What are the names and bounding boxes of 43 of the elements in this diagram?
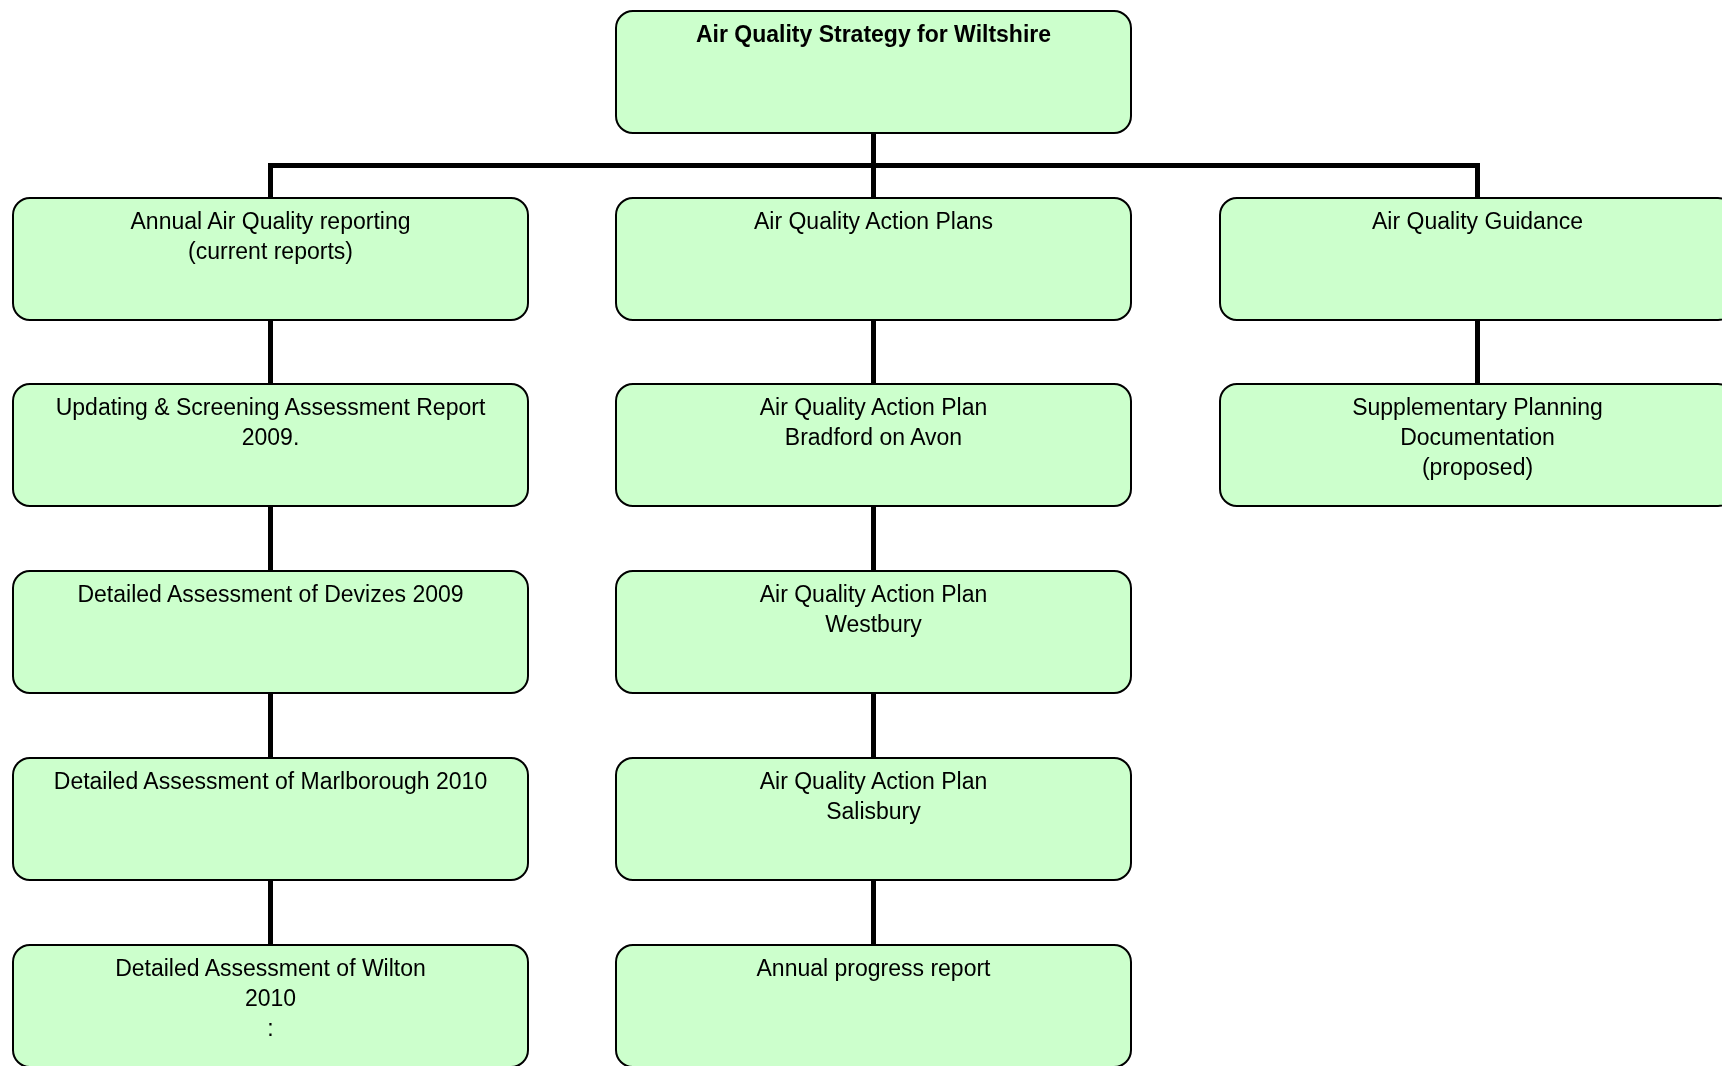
box-label: Detailed Assessment of Marlborough 2010 — [53, 767, 488, 796]
connector-line — [871, 881, 876, 944]
box-label: 2010 — [244, 983, 297, 1013]
org-chart-box — [12, 197, 529, 321]
connector-line — [1475, 321, 1480, 383]
box-label: Bradford on Avon — [784, 422, 963, 452]
connector-line — [871, 321, 876, 383]
box-label: Salisbury — [826, 796, 921, 826]
box-label: : — [267, 1013, 274, 1043]
org-chart-box — [615, 570, 1132, 694]
box-label: Documentation — [1400, 422, 1555, 452]
box-label: Air Quality Action Plans — [753, 207, 994, 236]
box-label: Annual Air Quality reporting — [130, 207, 411, 236]
box-label: Detailed Assessment of Devizes 2009 — [77, 580, 464, 609]
box-label: (current reports) — [188, 236, 353, 266]
org-chart-box — [615, 197, 1132, 321]
connector-line — [268, 694, 273, 757]
org-chart-box — [615, 944, 1132, 1066]
connector-line — [871, 694, 876, 757]
connector-line — [268, 881, 273, 944]
org-chart-box — [615, 757, 1132, 881]
chart-title: Air Quality Strategy for Wiltshire — [695, 20, 1052, 49]
connector-line — [268, 321, 273, 383]
box-label: Air Quality Action Plan — [759, 393, 988, 422]
org-chart-box — [615, 383, 1132, 507]
org-chart-box — [1219, 197, 1722, 321]
connector-line — [871, 507, 876, 570]
org-chart-box — [12, 383, 529, 507]
org-chart-box — [615, 10, 1132, 134]
org-chart-box — [12, 757, 529, 881]
box-label: Supplementary Planning — [1352, 393, 1603, 422]
org-chart-box — [12, 944, 529, 1066]
org-chart-box — [1219, 383, 1722, 507]
box-label: Air Quality Guidance — [1372, 207, 1583, 236]
org-chart-box — [12, 570, 529, 694]
connector-line — [268, 507, 273, 570]
box-label: Air Quality Action Plan — [759, 580, 988, 609]
box-label: Updating & Screening Assessment Report 2009. — [54, 393, 487, 452]
box-label: (proposed) — [1421, 452, 1534, 482]
box-label: Annual progress report — [756, 954, 991, 983]
box-label: Detailed Assessment of Wilton — [115, 954, 426, 983]
box-label: Air Quality Action Plan — [759, 767, 988, 796]
box-label: Westbury — [825, 609, 922, 639]
